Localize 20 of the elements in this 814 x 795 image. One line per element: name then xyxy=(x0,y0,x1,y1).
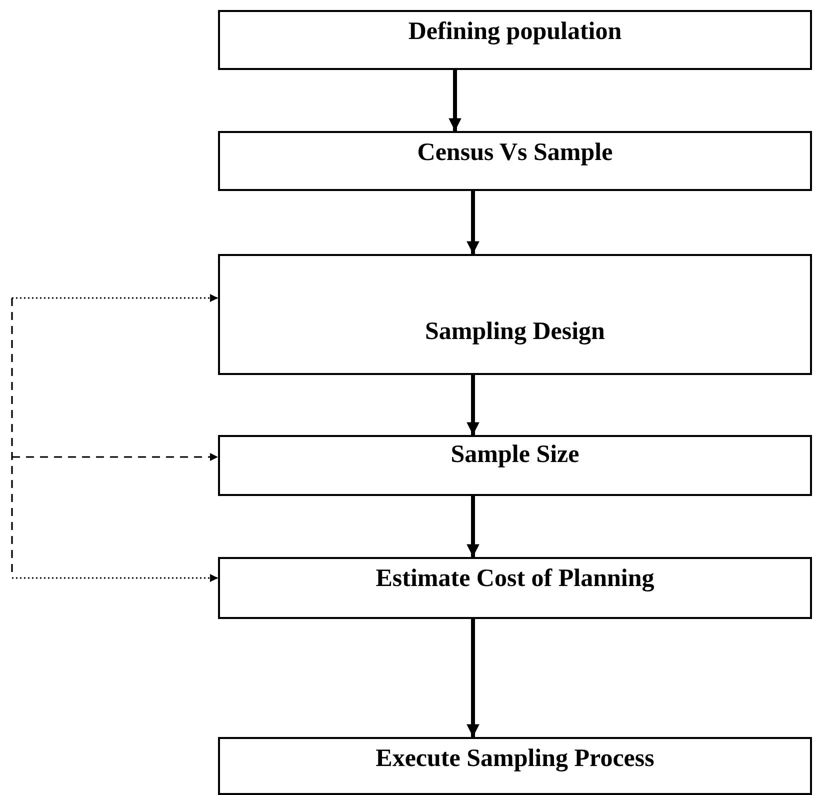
feedback-arrow xyxy=(12,574,218,582)
step-label: Execute Sampling Process xyxy=(376,745,654,772)
process-box xyxy=(218,131,812,191)
feedback-arrow xyxy=(12,453,218,461)
feedback-arrow xyxy=(12,294,218,302)
process-box xyxy=(218,254,812,375)
process-box xyxy=(218,10,812,70)
step-label: Defining population xyxy=(408,18,622,46)
process-box xyxy=(218,737,812,795)
step-label: Census Vs Sample xyxy=(417,139,613,166)
process-box xyxy=(218,557,812,619)
flow-arrow xyxy=(466,619,480,737)
flow-arrow xyxy=(466,496,480,557)
process-box xyxy=(218,435,812,496)
flow-arrow xyxy=(448,70,462,131)
flow-arrow xyxy=(466,375,480,435)
step-label: Sampling Design xyxy=(425,318,605,346)
flow-arrow xyxy=(466,191,480,254)
step-label: Estimate Cost of Planning xyxy=(376,565,654,592)
step-label: Sample Size xyxy=(450,441,580,468)
